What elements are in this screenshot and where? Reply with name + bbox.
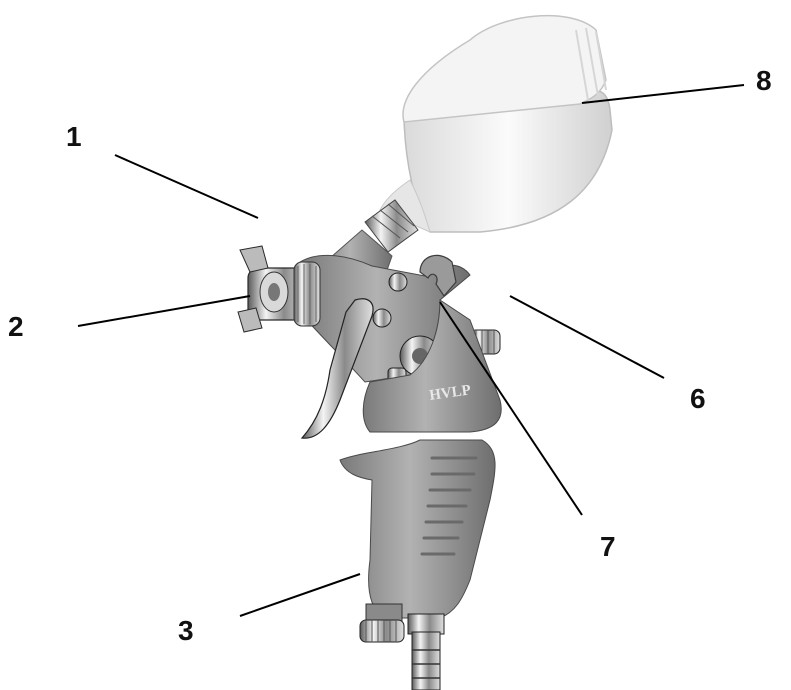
callout-number-8: 8 <box>756 65 772 96</box>
trigger <box>300 298 374 439</box>
pivot-screw-upper <box>388 272 408 292</box>
leader-line-7 <box>439 301 583 516</box>
leader-line-1 <box>114 154 259 219</box>
callout-number-2: 2 <box>8 311 24 342</box>
grip-ridges <box>420 456 478 556</box>
air-inlet-fitting <box>407 613 445 690</box>
leader-line-6 <box>509 295 665 379</box>
callout-leader-lines <box>77 84 745 617</box>
leader-line-3 <box>239 573 361 617</box>
air-cap <box>237 245 321 333</box>
leader-line-8 <box>581 84 745 104</box>
hvlp-marking: HVLP <box>428 382 471 404</box>
handle-grip <box>339 439 496 619</box>
gun-body-rear <box>362 299 502 433</box>
callout-number-7: 7 <box>600 531 616 562</box>
spray-gun: HVLP <box>237 14 613 690</box>
gun-hook <box>419 254 457 297</box>
air-regulator-knob <box>359 603 405 643</box>
callout-number-1: 1 <box>66 121 82 152</box>
callout-number-3: 3 <box>178 615 194 646</box>
leader-line-2 <box>77 295 251 327</box>
cup-connector <box>364 199 419 253</box>
paint-cup <box>379 14 613 233</box>
callout-labels: 1 2 3 6 7 8 <box>8 65 772 646</box>
pivot-screw-lower <box>372 308 392 328</box>
callout-number-6: 6 <box>690 383 706 414</box>
